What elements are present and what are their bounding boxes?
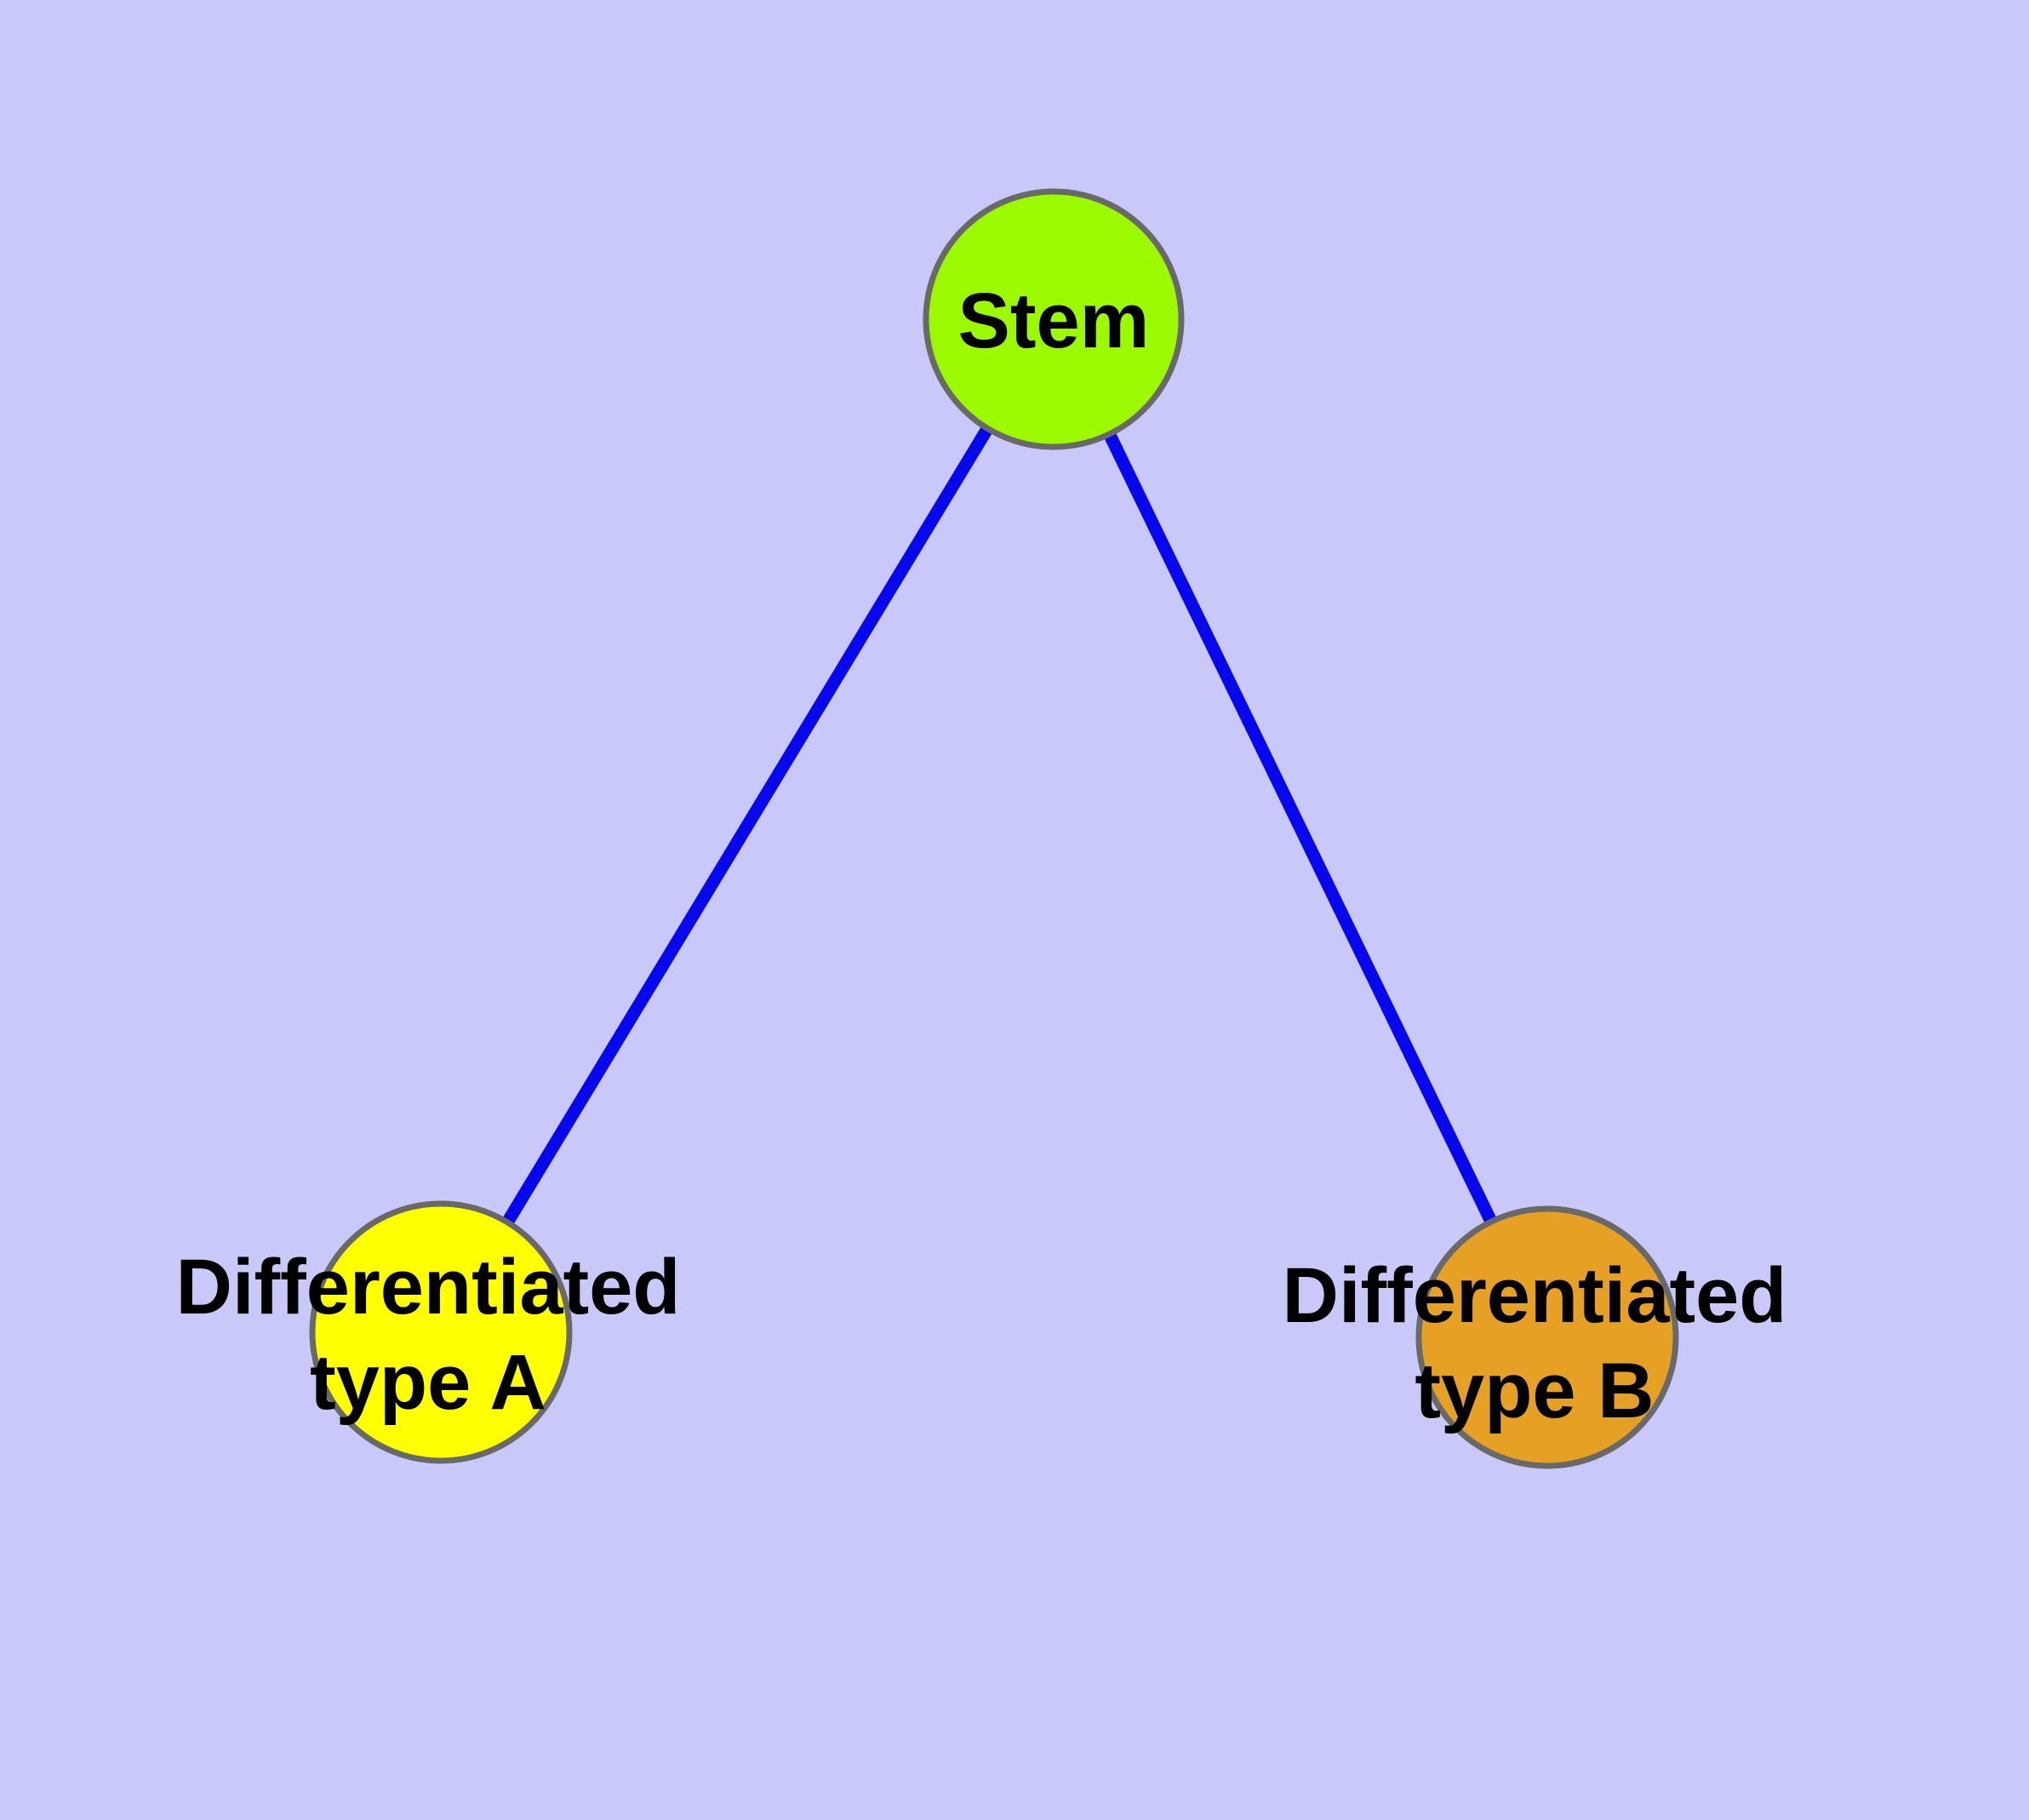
node-type-a-label-line2: type A: [310, 1339, 546, 1426]
node-type-a-label-line1: Differentiated: [176, 1244, 681, 1331]
node-type-b-label-line1: Differentiated: [1283, 1252, 1787, 1339]
node-differentiated-type-b: [1415, 1205, 1679, 1469]
node-stem: [923, 188, 1185, 450]
node-stem-label: Stem: [958, 278, 1150, 364]
edge-stem-to-type-a: [435, 316, 1060, 1336]
node-type-b-label-line2: type B: [1415, 1348, 1654, 1434]
node-differentiated-type-a: [309, 1200, 573, 1464]
edge-stem-to-type-b: [1048, 316, 1553, 1341]
